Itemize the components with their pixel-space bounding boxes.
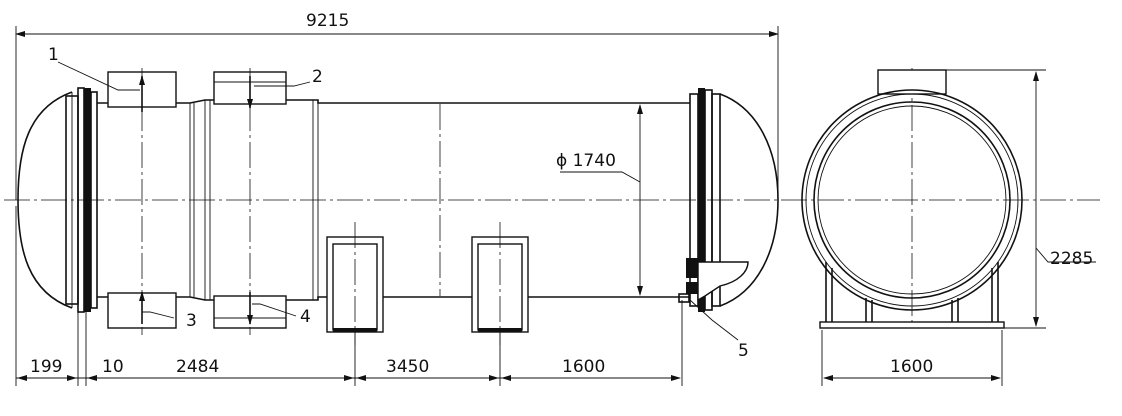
callout-labels: 1 2 3 4 5 [48, 45, 749, 361]
height-label: 2285 [1050, 249, 1093, 269]
diameter-label: ϕ 1740 [556, 151, 616, 171]
dimension-lines [15, 26, 1096, 386]
side-view [4, 68, 1100, 345]
dim-3450-label: 3450 [386, 357, 429, 377]
callout-2: 2 [312, 67, 323, 87]
end-view-flange-outer [801, 89, 1023, 311]
overall-length-label: 9215 [306, 11, 349, 31]
end-view [801, 69, 1023, 329]
dim-199-label: 199 [30, 357, 62, 377]
dim-2484-label: 2484 [176, 357, 219, 377]
drain-detail [678, 258, 749, 303]
dimension-labels: 9215 ϕ 1740 2285 199 10 2484 3450 1600 1… [30, 11, 1093, 377]
callout-5: 5 [738, 341, 749, 361]
shell-body [97, 99, 690, 104]
end-view-supports [819, 262, 1005, 329]
dim-1600-label: 1600 [562, 357, 605, 377]
callout-4: 4 [300, 307, 311, 327]
callout-3: 3 [186, 311, 197, 331]
dim-10-label: 10 [102, 357, 124, 377]
callout-1: 1 [48, 45, 59, 65]
width-label: 1600 [890, 357, 933, 377]
